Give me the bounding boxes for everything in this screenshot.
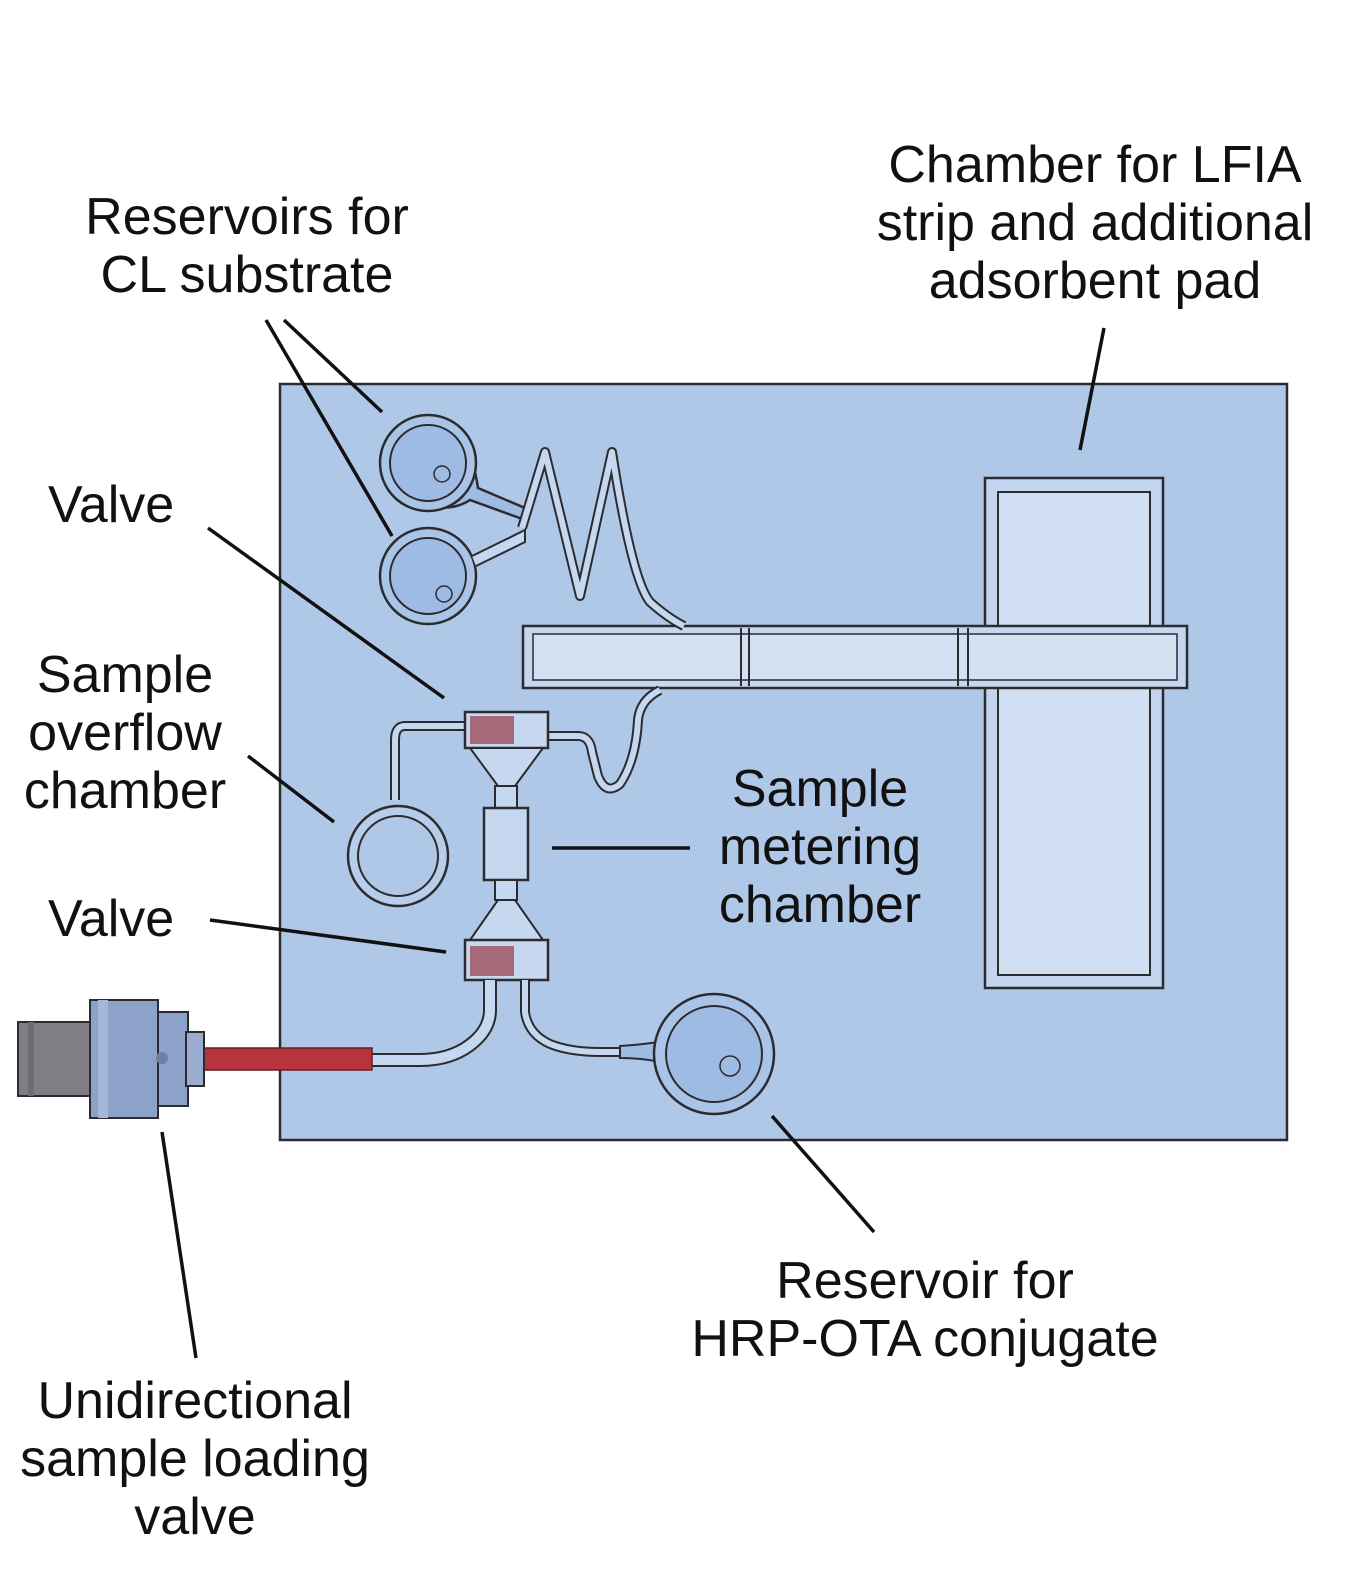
unidirectional-loading-valve bbox=[17, 999, 205, 1119]
leader-lines bbox=[160, 318, 1106, 1359]
cl-substrate-reservoir-1 bbox=[378, 413, 527, 522]
label-sample-overflow-chamber: Sample overflow chamber bbox=[23, 646, 227, 820]
label-cl-substrate-reservoirs: Reservoirs for CL substrate bbox=[85, 188, 409, 304]
inlet-and-conjugate-channels bbox=[370, 980, 670, 1067]
cl-substrate-reservoir-2 bbox=[378, 526, 526, 626]
lfia-chamber bbox=[983, 476, 1165, 990]
valve-to-strip-channel bbox=[548, 685, 663, 794]
sample-overflow-chamber bbox=[346, 721, 466, 908]
hrp-ota-reservoir bbox=[619, 992, 776, 1116]
top-valve bbox=[463, 710, 550, 787]
label-top-valve: Valve bbox=[48, 476, 175, 534]
zigzag-channel bbox=[517, 447, 687, 631]
label-lfia-chamber: Chamber for LFIA strip and additional ad… bbox=[876, 136, 1314, 310]
label-sample-metering-chamber: Sample metering chamber bbox=[718, 760, 922, 934]
bottom-valve bbox=[463, 938, 550, 982]
label-hrp-ota-reservoir: Reservoir for HRP-OTA conjugate bbox=[691, 1252, 1159, 1368]
label-unidirectional-loading-valve: Unidirectional sample loading valve bbox=[20, 1372, 370, 1546]
sample-metering-chamber bbox=[468, 785, 545, 941]
sample-tube bbox=[199, 1047, 373, 1071]
lfia-strip-channel bbox=[521, 624, 1189, 690]
label-bottom-valve: Valve bbox=[48, 890, 175, 948]
